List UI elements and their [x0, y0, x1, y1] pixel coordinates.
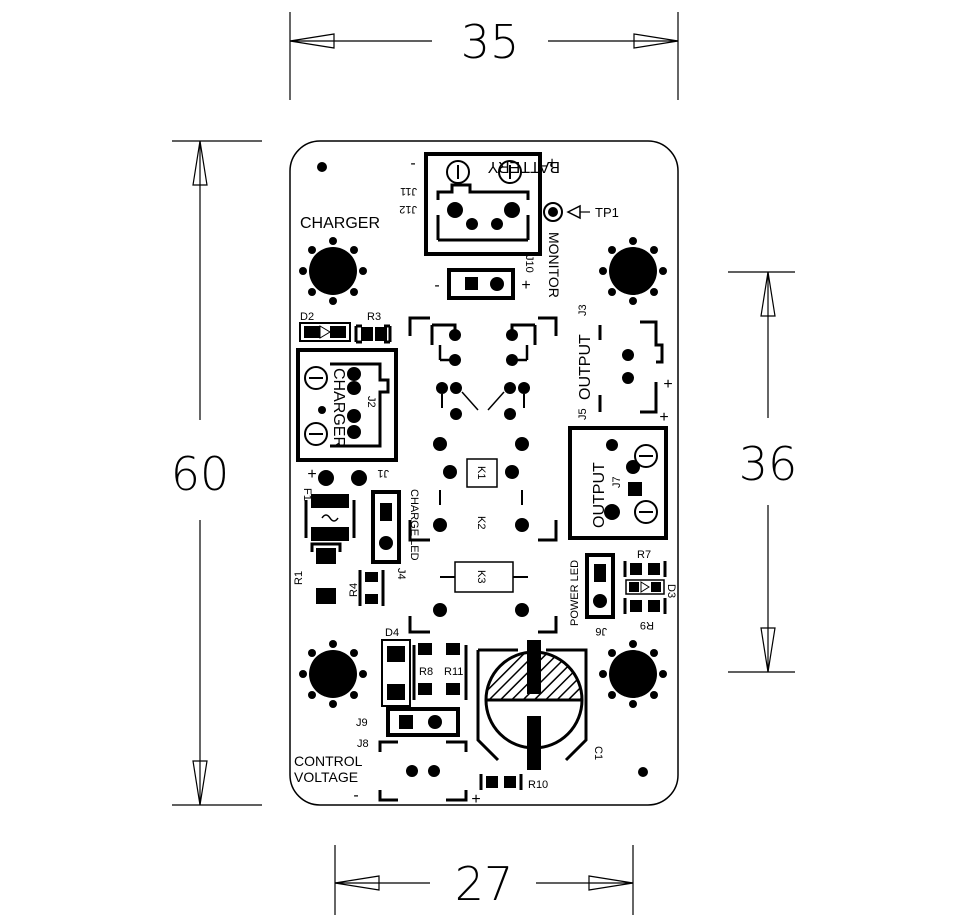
label-j10: J10	[523, 255, 535, 273]
connector-j4-charge-led	[371, 490, 401, 564]
label-r9: R9	[640, 619, 654, 631]
resistor-r11	[446, 643, 468, 700]
cv-minus-sign: -	[353, 787, 358, 804]
j3-plus-sign: +	[663, 376, 672, 393]
board-outline	[289, 140, 679, 806]
control-label: CONTROL	[294, 753, 363, 769]
label-j12: J12	[399, 203, 417, 215]
label-d3: D3	[665, 584, 677, 598]
label-c1: C1	[592, 746, 604, 760]
resistor-r7	[623, 561, 667, 577]
dimension-width-top: 35	[289, 12, 679, 100]
charger-connector-j2	[296, 348, 398, 462]
f1-plus-sign: +	[307, 466, 316, 483]
label-d4: D4	[385, 627, 399, 639]
label-j1: J1	[377, 467, 389, 479]
output-connector-j3-j5	[598, 320, 664, 414]
j2-charger-label: CHARGER	[330, 368, 347, 448]
mounting-hole-bottom-left	[299, 640, 367, 708]
j5-plus-sign: +	[659, 409, 668, 426]
dimension-label-60: 60	[171, 447, 230, 501]
fiducial-top-left	[317, 162, 327, 172]
power-led-label: POWER LED	[569, 560, 581, 626]
label-j4: J4	[395, 568, 407, 580]
connector-j8-control-voltage	[378, 740, 468, 802]
mounting-hole-bottom-right	[599, 640, 667, 708]
dimension-label-36: 36	[739, 437, 798, 491]
label-d2: D2	[300, 311, 314, 323]
capacitor-c1	[476, 640, 588, 770]
cv-plus-sign: +	[471, 791, 480, 808]
mounting-hole-top-left	[299, 237, 367, 305]
output-j5-label: OUTPUT	[577, 334, 594, 400]
mounting-hole-top-right	[599, 237, 667, 305]
voltage-label: VOLTAGE	[294, 769, 358, 785]
label-j3: J3	[577, 304, 589, 316]
label-k3: K3	[475, 570, 487, 583]
fiducial-bottom-right	[638, 767, 648, 777]
connector-j9	[386, 707, 460, 737]
label-j5: J5	[577, 408, 589, 420]
resistor-r4	[358, 570, 385, 606]
resistor-r8	[412, 643, 432, 700]
output-j7-label: OUTPUT	[591, 462, 608, 528]
relay-k3	[408, 561, 558, 634]
label-r10: R10	[528, 779, 548, 791]
resistor-r1	[310, 542, 342, 604]
label-tp1: TP1	[595, 205, 619, 220]
dimension-height-left: 60	[171, 140, 262, 806]
battery-connector-j11-j12	[424, 152, 542, 256]
battery-minus-sign: -	[410, 155, 415, 172]
resistor-r9	[623, 598, 667, 614]
j1-pad-2	[351, 470, 367, 486]
label-r4: R4	[348, 583, 360, 597]
label-k1: K1	[475, 466, 487, 479]
label-r8: R8	[419, 666, 433, 678]
resistor-r3	[354, 324, 392, 344]
dimension-height-right: 36	[728, 271, 798, 673]
label-j9: J9	[356, 717, 368, 729]
charger-title: CHARGER	[300, 215, 380, 232]
diode-d4	[381, 639, 411, 707]
battery-label: BATTERY	[487, 158, 560, 175]
label-r1: R1	[293, 571, 305, 585]
label-f1: F1	[301, 488, 313, 501]
battery-plus-sign: +	[547, 155, 556, 172]
connector-j6-power-led	[585, 553, 615, 619]
charge-led-label: CHARGE LED	[408, 489, 420, 561]
connector-j10	[447, 268, 515, 300]
j10-minus-sign: -	[434, 277, 439, 294]
label-j2: J2	[365, 396, 377, 408]
label-r11: R11	[444, 666, 463, 678]
resistor-r10	[479, 774, 523, 790]
diode-d2	[299, 322, 351, 342]
label-j7: J7	[611, 476, 623, 488]
label-j8: J8	[357, 738, 369, 750]
dimension-width-bottom: 27	[334, 845, 634, 915]
diode-d3	[625, 579, 665, 595]
dimension-label-27: 27	[455, 857, 514, 911]
label-j6: J6	[595, 625, 607, 637]
j1-pad-1	[318, 470, 334, 486]
label-r7: R7	[637, 549, 651, 561]
output-connector-j7	[568, 426, 668, 540]
fuse-f1	[304, 494, 356, 541]
label-k2: K2	[475, 516, 487, 529]
j10-plus-sign: +	[521, 277, 530, 294]
test-point-tp1	[543, 202, 590, 222]
relay-k1-k2-outline	[408, 316, 558, 542]
dimension-label-35: 35	[461, 15, 520, 69]
monitor-label: MONITOR	[546, 232, 562, 298]
label-r3: R3	[367, 311, 381, 323]
label-j11: J11	[400, 185, 417, 197]
